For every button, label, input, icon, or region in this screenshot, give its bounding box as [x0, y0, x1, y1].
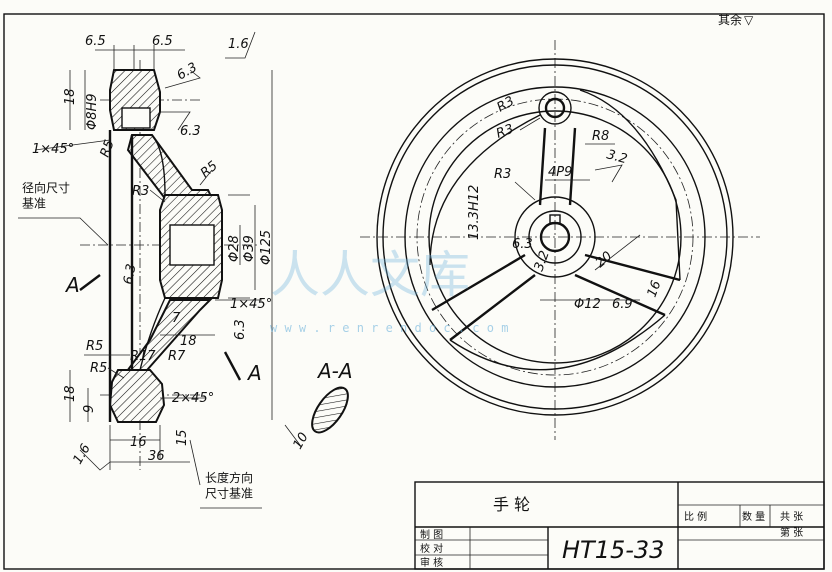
handle-boss	[538, 91, 572, 125]
rim-inner-edge	[428, 110, 682, 364]
dim-10-section: 10	[290, 430, 311, 452]
dim-phi28: Φ28	[227, 235, 242, 262]
radius-r5-hub: R5	[198, 158, 221, 181]
radius-r5-top: R5	[98, 138, 118, 159]
chamfer-1x45: 1×45°	[32, 142, 74, 157]
roughness-6-3-spoke: 6.3	[121, 263, 139, 286]
surface-note: 其余▽	[718, 12, 754, 27]
dim-15: 15	[175, 429, 190, 446]
part-number: HT15-33	[562, 536, 664, 564]
front-dim-phi12: Φ12	[574, 297, 601, 312]
scale-label: 比 例	[684, 510, 707, 523]
front-spoke-right	[574, 253, 681, 317]
front-spoke-top	[538, 127, 577, 206]
roughness-6-3-top: 6.3	[175, 60, 200, 83]
radial-datum-label: 径向尺寸基准	[22, 180, 70, 211]
section-view: 6.5 6.5 1.6 18 Φ8H9 6.3 6.3 1×45° R5 R3 …	[18, 31, 353, 509]
rim-inner-circle	[404, 86, 706, 388]
section-mark-a-left: A	[64, 273, 80, 297]
front-radius-r3-c: R3	[494, 167, 511, 182]
front-radius-r3-b: R3	[494, 122, 515, 142]
front-dim-6-9: 6.9	[612, 297, 633, 312]
chamfer-1x45-hub: 1×45°	[230, 297, 272, 312]
handle-hole-top	[121, 107, 151, 129]
rim-outer-edge	[382, 64, 728, 410]
section-mark-a-right: A	[246, 361, 262, 385]
roughness-1-6-top: 1.6	[228, 37, 249, 52]
dim-16: 16	[130, 435, 147, 450]
hub-bore	[169, 224, 215, 266]
dim-36: 36	[148, 449, 165, 464]
spoke-section-a-a	[311, 386, 349, 434]
dim-7: 7	[172, 311, 181, 326]
front-roughness-3-2: 3.2	[605, 147, 629, 167]
radius-r5-lower: R5	[86, 339, 103, 354]
sheet-number-label: 第 张	[780, 526, 803, 539]
watermark-logo: 人人文库	[270, 246, 470, 304]
dim-18-top: 18	[63, 88, 78, 105]
front-radius-r8: R8	[592, 129, 609, 144]
front-spoke-left	[431, 253, 536, 341]
drawn-by-label: 制 图	[420, 528, 443, 541]
dim-6-5-right: 6.5	[152, 34, 173, 49]
front-roughness-6-3: 6.3	[512, 237, 533, 252]
length-datum-label: 长度方向尺寸基准	[205, 470, 253, 501]
part-name: 手 轮	[493, 495, 530, 514]
dim-18-hub: 18	[180, 334, 197, 349]
handle-hole	[544, 97, 566, 119]
keyway	[549, 214, 561, 224]
section-a-a-title: A-A	[316, 359, 353, 383]
dim-phi125: Φ125	[259, 230, 274, 265]
sheet-frame	[3, 13, 825, 570]
sheet-count-label: 共 张	[780, 511, 803, 523]
roughness-6-3-rim: 6.3	[180, 124, 201, 139]
quantity-label: 数 量	[742, 510, 765, 523]
front-radius-r3-a: R3	[495, 94, 517, 116]
watermark-url: w w w . r e n r e n d o c . c o m	[270, 321, 508, 335]
hub-ring	[528, 210, 582, 264]
front-roughness-3-2-hub: 3.2	[532, 249, 553, 274]
dim-9: 9	[82, 405, 97, 413]
radius-r5-rim: R5	[90, 361, 107, 376]
dim-18-bottom: 18	[63, 385, 78, 402]
radius-r17: R17	[130, 349, 156, 364]
radius-r3-spoke: R3	[132, 184, 149, 199]
front-dim-20: 20	[593, 249, 615, 271]
front-dim-16: 16	[645, 279, 665, 300]
dim-phi39: Φ39	[242, 235, 257, 262]
rim-bottom-section	[108, 369, 166, 423]
radius-r7: R7	[168, 349, 186, 364]
reviewed-by-label: 审 核	[420, 556, 443, 569]
chamfer-2x45: 2×45°	[172, 391, 214, 406]
roughness-1-6-bottom: 1.6	[70, 442, 93, 467]
roughness-6-3-hub: 6.3	[233, 319, 248, 340]
front-keyway-4p9: 4P9	[548, 165, 572, 180]
checked-by-label: 校 对	[420, 542, 443, 555]
dim-6-5-left: 6.5	[85, 34, 106, 49]
hub-outer	[514, 196, 596, 278]
dim-phi8h9: Φ8H9	[85, 93, 100, 130]
front-view: R3 R3 R8 3.2 R3 4P9 13.3H12 6.3 3.2 20 1…	[360, 40, 760, 440]
front-keyway-13-3h12: 13.3H12	[467, 185, 482, 240]
spoke-lower	[120, 299, 213, 379]
rim-outer-circle	[376, 58, 734, 416]
title-block: 手 轮 比 例 数 量 共 张 第 张 制 图 校 对 审 核 HT15-33	[414, 481, 825, 570]
